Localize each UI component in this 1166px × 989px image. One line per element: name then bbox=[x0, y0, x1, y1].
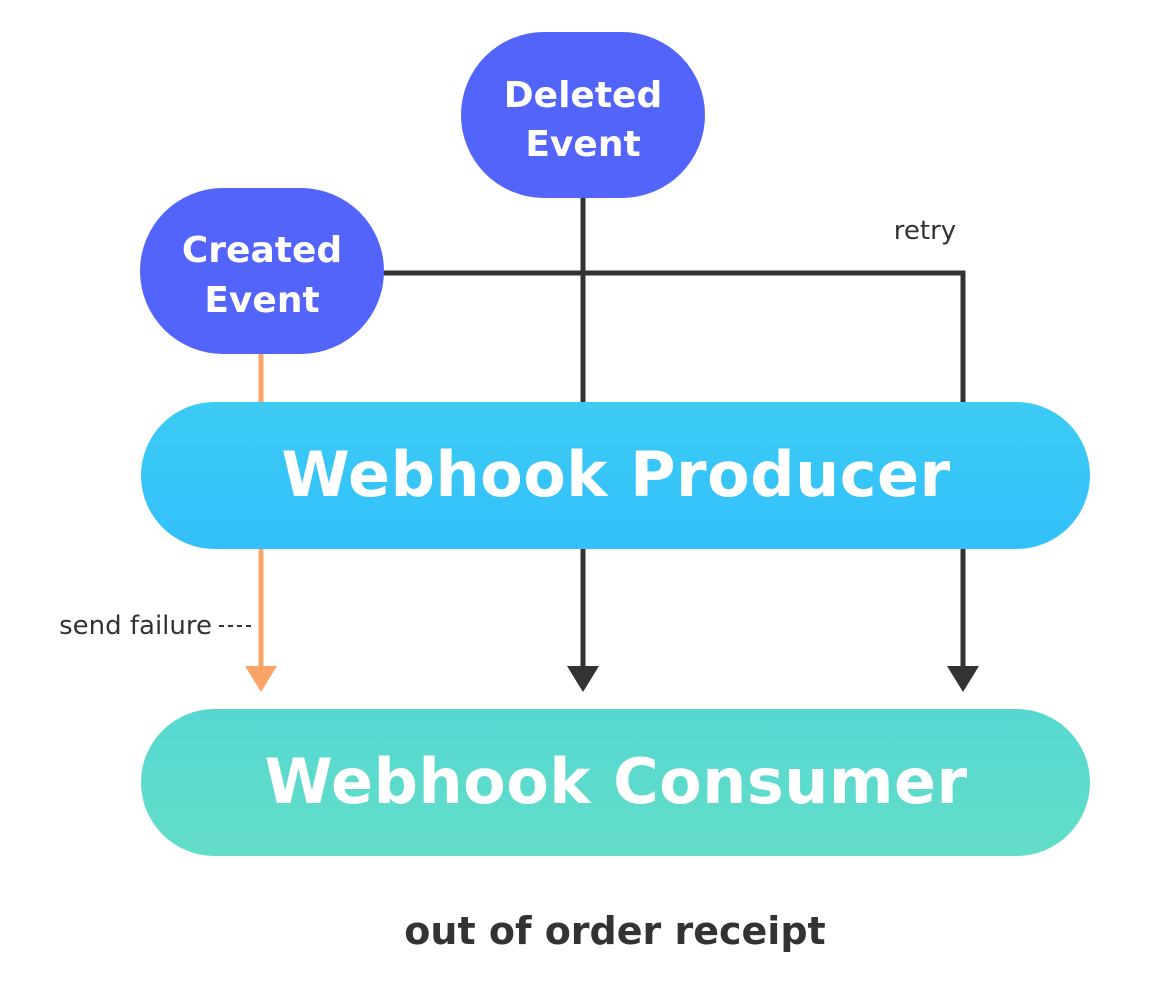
webhook-consumer-label: Webhook Consumer bbox=[264, 745, 967, 818]
diagram-caption: out of order receipt bbox=[404, 909, 825, 953]
retry-connector bbox=[380, 270, 966, 404]
created-event-node: Created Event bbox=[140, 188, 384, 354]
deleted-event-label-line2: Event bbox=[525, 124, 640, 165]
webhook-producer-shape bbox=[141, 402, 1090, 549]
deleted-arrow-head bbox=[567, 666, 599, 692]
deleted-event-node: Deleted Event bbox=[461, 32, 705, 198]
send-failure-label: send failure bbox=[59, 611, 212, 641]
retry-arrow-head bbox=[947, 666, 979, 692]
created-event-label-line2: Event bbox=[204, 280, 319, 321]
webhook-producer-node: Webhook Producer bbox=[141, 402, 1090, 549]
created-event-label-line1: Created bbox=[182, 230, 342, 271]
deleted-event-shape bbox=[461, 32, 705, 198]
webhook-producer-label: Webhook Producer bbox=[281, 438, 950, 511]
retry-label: retry bbox=[894, 216, 956, 246]
created-event-shape bbox=[140, 188, 384, 354]
webhook-consumer-node: Webhook Consumer bbox=[141, 709, 1090, 856]
failure-arrow-head bbox=[245, 666, 277, 692]
webhook-consumer-shape bbox=[141, 709, 1090, 856]
deleted-event-label-line1: Deleted bbox=[504, 75, 662, 116]
